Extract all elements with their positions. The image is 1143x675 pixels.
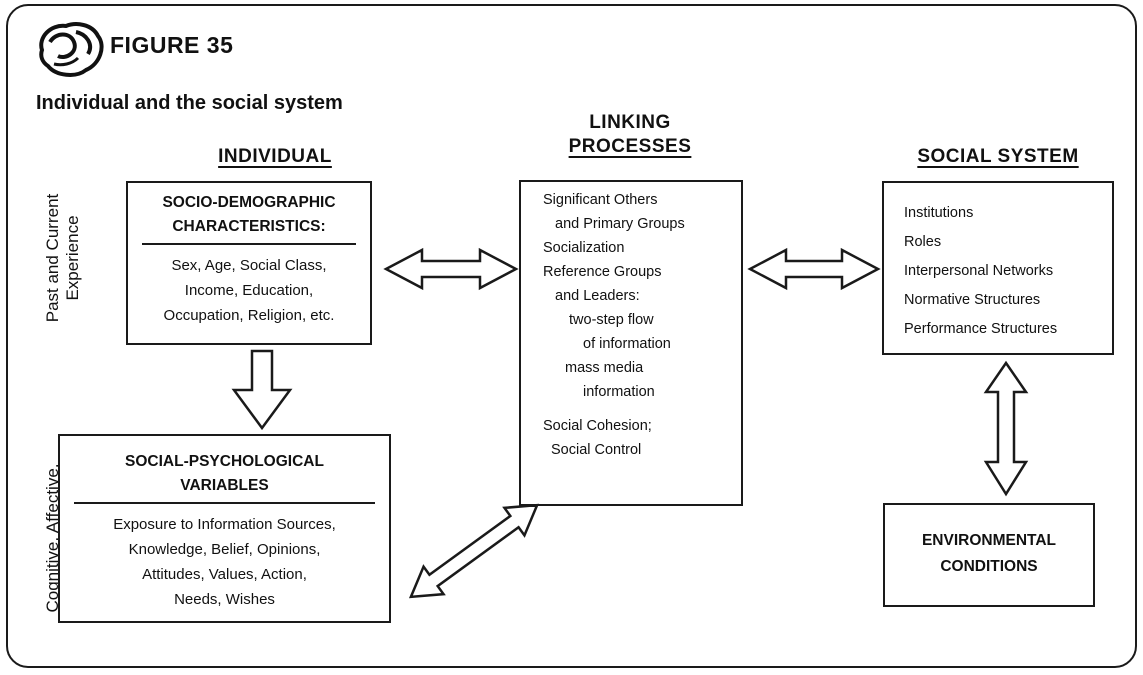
linking-item: and Primary Groups [555, 216, 685, 232]
linking-item: Social Cohesion; [543, 418, 652, 434]
socio-demographic-line: Occupation, Religion, etc. [163, 307, 335, 324]
social-system-item: Institutions [904, 205, 974, 221]
socio-demographic-title-line1: SOCIO-DEMOGRAPHIC [162, 194, 336, 211]
social-psychological-line: Knowledge, Belief, Opinions, [128, 541, 321, 558]
figure-subtitle: Individual and the social system [36, 92, 343, 114]
socio-demographic-line: Sex, Age, Social Class, [171, 257, 327, 274]
linking-item: Socialization [543, 240, 625, 256]
rock-logo-icon [39, 22, 104, 77]
environmental-line2: CONDITIONS [940, 558, 1038, 575]
figure-title: FIGURE 35 [110, 32, 234, 58]
linking-item: two-step flow [569, 312, 654, 328]
socio-demographic-title-line2: CHARACTERISTICS: [172, 218, 326, 235]
social-system-box: Institutions Roles Interpersonal Network… [882, 181, 1114, 355]
heading-social-system: SOCIAL SYSTEM [917, 146, 1079, 167]
socio-demographic-box: SOCIO-DEMOGRAPHIC CHARACTERISTICS: Sex, … [126, 181, 372, 345]
double-arrow-linking-social [747, 247, 881, 291]
social-psychological-title-line2: VARIABLES [180, 477, 269, 494]
social-psychological-divider [74, 502, 375, 504]
environmental-line1: ENVIRONMENTAL [921, 532, 1057, 549]
social-system-item: Normative Structures [904, 292, 1041, 308]
linking-item: information [583, 384, 655, 400]
heading-linking-line1: LINKING [589, 112, 671, 133]
figure-frame [6, 4, 1137, 668]
diagonal-arrow-psychological-linking [408, 503, 540, 599]
linking-item: of information [583, 336, 671, 352]
linking-item: Reference Groups [543, 264, 662, 280]
socio-demographic-line: Income, Education, [184, 282, 314, 299]
social-system-item: Interpersonal Networks [904, 263, 1054, 279]
social-psychological-line: Attitudes, Values, Action, [142, 566, 307, 583]
social-system-item: Performance Structures [904, 321, 1058, 337]
social-psychological-title-line1: SOCIAL-PSYCHOLOGICAL [125, 453, 324, 470]
down-arrow-demographic-psychological [231, 349, 293, 431]
social-system-item: Roles [904, 234, 942, 250]
social-psychological-box: SOCIAL-PSYCHOLOGICAL VARIABLES Exposure … [58, 434, 391, 623]
heading-individual: INDIVIDUAL [218, 146, 332, 167]
linking-item: Social Control [551, 442, 642, 458]
linking-item: Significant Others [543, 192, 658, 208]
double-arrow-social-environment [983, 360, 1029, 497]
socio-demographic-divider [142, 243, 356, 245]
linking-item: and Leaders: [555, 288, 640, 304]
heading-linking-line2: PROCESSES [568, 136, 692, 157]
heading-linking: LINKING PROCESSES [540, 112, 720, 158]
social-psychological-line: Needs, Wishes [174, 591, 275, 608]
linking-processes-box: Significant Others and Primary Groups So… [519, 180, 743, 506]
double-arrow-individual-linking [383, 247, 519, 291]
environmental-conditions-box: ENVIRONMENTAL CONDITIONS [883, 503, 1095, 607]
linking-item: mass media [565, 360, 644, 376]
social-psychological-line: Exposure to Information Sources, [113, 516, 336, 533]
